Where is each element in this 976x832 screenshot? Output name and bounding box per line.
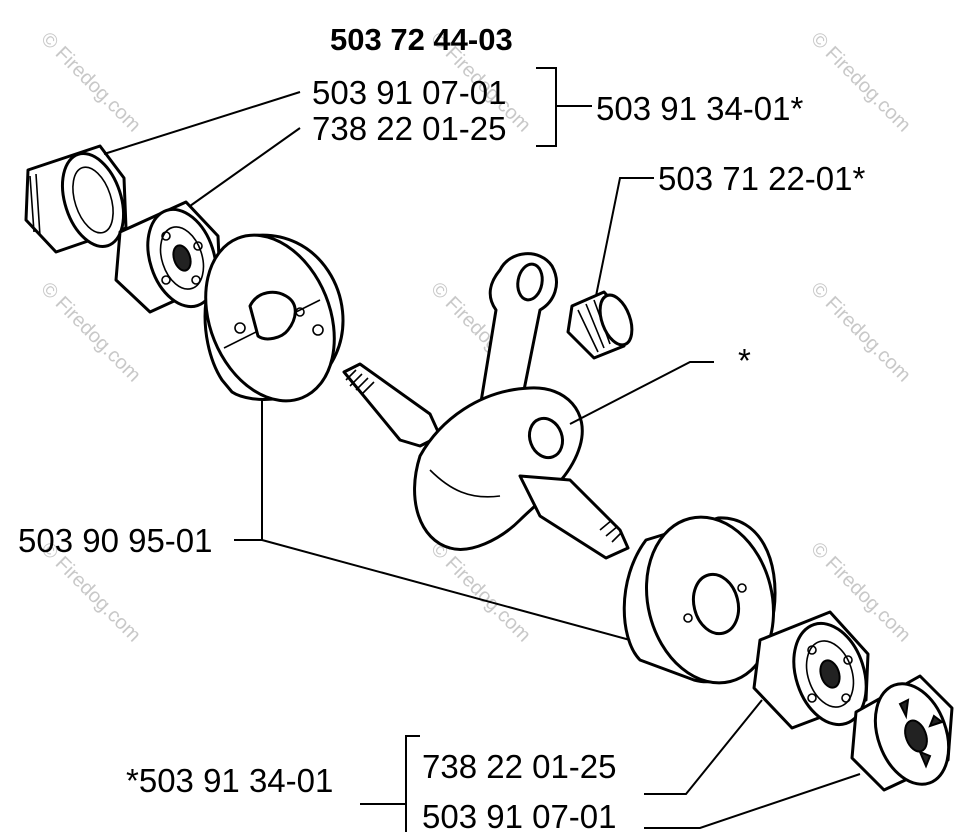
label-connecting-rod-note: * (738, 342, 751, 379)
watermark: © Firedog.com (426, 538, 535, 647)
crankshaft-part (342, 252, 630, 560)
label-kit-bottom: *503 91 34-01 (126, 762, 333, 799)
label-bearing-bottom: 738 22 01-25 (422, 748, 617, 785)
seal-top-part (24, 144, 128, 254)
label-bearing-top: 738 22 01-25 (312, 110, 507, 147)
label-kit-top: 503 91 34-01* (596, 90, 804, 127)
part-labels: 503 72 44-03 503 91 07-01 738 22 01-25 5… (18, 22, 866, 832)
needle-bearing-part (566, 290, 634, 360)
bearing-top-part (114, 200, 222, 314)
flywheel-left-part (203, 233, 345, 403)
seal-bottom-part (850, 674, 954, 792)
watermark: © Firedog.com (806, 278, 915, 387)
watermark: © Firedog.com (36, 278, 145, 387)
label-needle-bearing: 503 71 22-01* (658, 160, 866, 197)
label-seal-bottom: 503 91 07-01 (422, 798, 617, 832)
watermark: © Firedog.com (36, 28, 145, 137)
bearing-bottom-part (752, 610, 870, 730)
flywheel-right-part (622, 515, 777, 685)
label-seal-top: 503 91 07-01 (312, 74, 507, 111)
label-flywheel-halves: 503 90 95-01 (18, 522, 213, 559)
leader-lines (103, 67, 861, 832)
label-assembly-number: 503 72 44-03 (330, 22, 513, 57)
watermark: © Firedog.com (806, 28, 915, 137)
